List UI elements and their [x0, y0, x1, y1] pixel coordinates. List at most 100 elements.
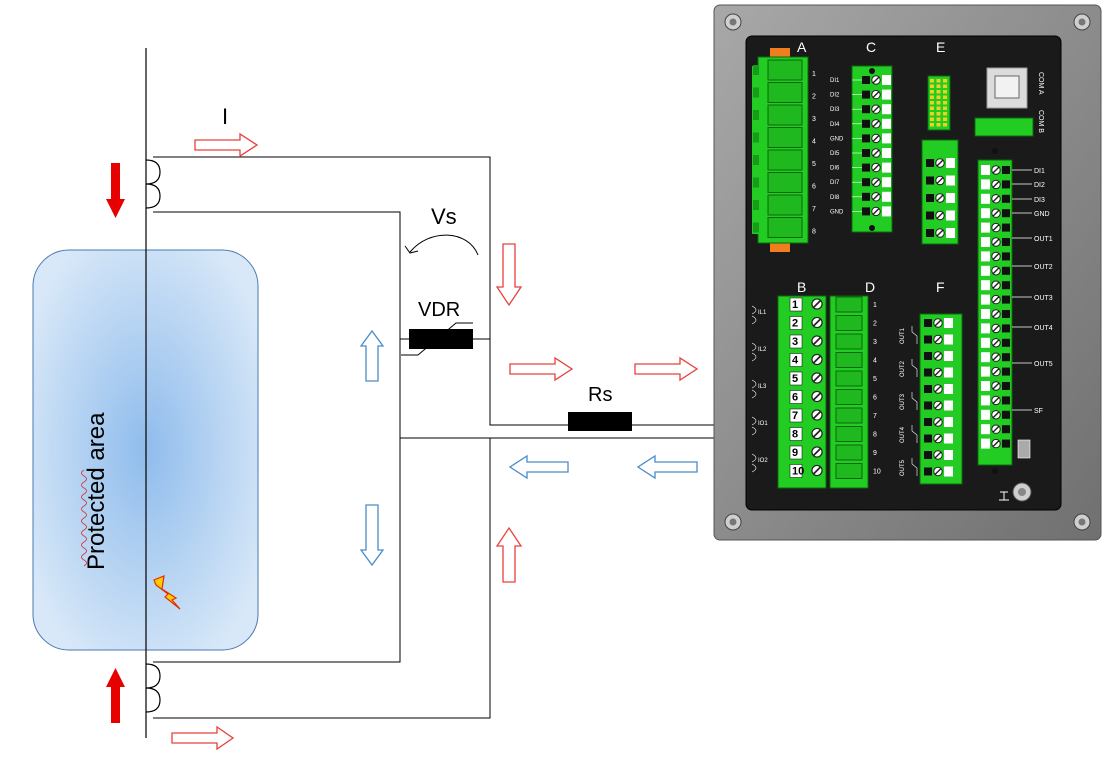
screw-icon — [935, 158, 945, 168]
block-a-latch — [753, 222, 759, 233]
block-a-number: 5 — [812, 161, 816, 168]
block-d-number: 6 — [873, 395, 877, 402]
block-f-number: 1 — [946, 322, 950, 328]
block-a-number: 1 — [812, 71, 816, 78]
block-c-label: DI6 — [830, 166, 840, 172]
right-block-numbox — [981, 395, 990, 406]
right-block-number: 16 — [982, 385, 989, 391]
block-c-numbox — [882, 75, 891, 85]
block-f-number: 6 — [946, 405, 950, 411]
spellcheck-underline — [81, 469, 87, 567]
protected-area-label: Protected area — [83, 412, 110, 570]
right-block-slot — [1002, 180, 1010, 189]
right-block-numbox — [981, 179, 990, 190]
screw-icon — [991, 237, 1001, 247]
block-b-numbox — [789, 427, 803, 441]
red-right-arrow-icon — [171, 725, 235, 751]
block-f-numbox — [944, 367, 953, 378]
block-b-group-label: IL1 — [758, 310, 767, 316]
block-a-latch — [753, 177, 759, 188]
block-d-slot — [835, 315, 863, 331]
block-a-slot — [767, 59, 803, 81]
right-block-slot — [1002, 295, 1010, 304]
block-c-number: 8 — [884, 181, 888, 187]
block-c-number: 7 — [884, 167, 888, 173]
block-d-number: 4 — [873, 358, 877, 365]
screw-icon — [991, 323, 1001, 334]
right-block-slot — [1002, 266, 1010, 275]
block-e-numbox — [946, 210, 955, 221]
block-f-numbox — [944, 318, 953, 328]
right-block-numbox — [981, 222, 990, 233]
block-b-number: 9 — [792, 447, 798, 459]
svg-text:COM B: COM B — [1037, 110, 1044, 133]
red-right-arrow-icon — [509, 356, 574, 382]
coil-icon — [751, 342, 757, 362]
right-block-numbox — [981, 438, 990, 449]
block-b-numbox — [789, 390, 803, 404]
screw-icon — [991, 265, 1001, 276]
right-block-number: 11 — [982, 313, 989, 319]
screw-icon — [871, 177, 881, 188]
screw-icon — [991, 352, 1001, 363]
block-a-number: 2 — [812, 94, 816, 101]
block-c-numbox — [882, 104, 891, 115]
screw-icon — [991, 179, 1001, 190]
right-block-number: 10 — [982, 299, 989, 305]
screw-icon — [991, 165, 1001, 175]
block-f-slot — [924, 319, 932, 327]
block-f-number: 5 — [946, 388, 950, 394]
right-block-numbox — [981, 251, 990, 262]
block-e-pin — [930, 84, 934, 88]
right-block-number: 15 — [982, 371, 989, 377]
block-c-slot — [862, 207, 870, 216]
block-c-slot — [862, 192, 870, 201]
screw-icon — [935, 175, 945, 186]
right-block-numbox — [981, 309, 990, 319]
right-block-label: SF — [1034, 408, 1043, 415]
right-block-number: 17 — [982, 399, 989, 405]
block-f-number: 9 — [946, 454, 950, 460]
block-b-number: 8 — [792, 429, 798, 441]
block-f-numbox — [944, 334, 953, 345]
block-f-slot — [924, 385, 932, 393]
block-f-label: OUT4 — [900, 426, 906, 443]
screw-icon — [933, 450, 943, 460]
block-f-numbox — [944, 433, 953, 444]
block-c-number: 10 — [884, 210, 891, 216]
red-down-outline-arrow-icon — [495, 243, 523, 307]
right-block-numbox — [981, 352, 990, 363]
block-e-pin — [936, 117, 941, 121]
block-e-slot — [926, 176, 934, 185]
block-f-label: F — [936, 279, 945, 295]
bottom-ct-coil — [145, 663, 161, 713]
block-e-pin — [936, 95, 941, 99]
screw-icon — [871, 133, 881, 144]
screw-icon — [811, 298, 823, 310]
fault-lightning-icon — [153, 575, 181, 610]
screw-icon — [933, 351, 943, 361]
right-block-number: 6 — [982, 241, 986, 247]
block-c-slot — [862, 105, 870, 114]
block-a-latch — [753, 132, 759, 143]
block-f-number: 10 — [946, 471, 953, 477]
screw-icon — [933, 400, 943, 411]
block-e-pin — [930, 106, 934, 110]
relay-contact-icon — [911, 392, 918, 410]
block-b-numbox — [789, 297, 803, 312]
screw-icon — [871, 75, 881, 85]
block-e-pin — [936, 90, 941, 94]
block-a-number: 3 — [812, 116, 816, 123]
right-block-slot — [1002, 410, 1010, 419]
block-b-number: 6 — [792, 392, 798, 404]
block-e-pin — [936, 79, 941, 83]
screw-icon — [811, 464, 823, 477]
block-e-pin — [930, 101, 934, 105]
right-block-number: 14 — [982, 356, 989, 362]
block-e-pin — [943, 101, 947, 105]
relay-contact-icon — [911, 458, 918, 476]
screw-icon — [991, 424, 1001, 435]
block-c-label: DI5 — [830, 151, 840, 157]
